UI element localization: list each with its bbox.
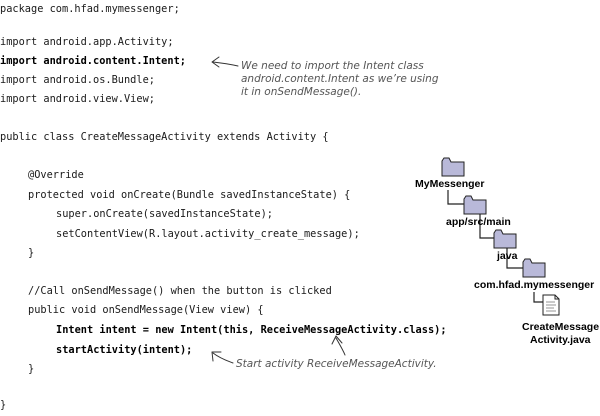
import-bundle: import android.os.Bundle;: [0, 74, 155, 86]
comment-line: //Call onSendMessage() when the button i…: [28, 285, 332, 297]
oncreate-declaration: protected void onCreate(Bundle savedInst…: [28, 189, 351, 201]
import-note-line-2: android.content.Intent as we’re using: [241, 73, 439, 85]
package-line: package com.hfad.mymessenger;: [0, 3, 180, 15]
arrow-to-intent: [335, 337, 346, 356]
import-view: import android.view.View;: [0, 93, 155, 105]
tree-label-app-src-main: app/src/main: [446, 216, 511, 228]
arrow-to-import-head: [211, 56, 220, 68]
import-note-line-3: it in onSendMessage().: [241, 86, 362, 98]
folder-icon: [441, 157, 465, 177]
tree-connector-2: [479, 213, 494, 239]
arrow-to-start-activity: [212, 352, 234, 364]
intent-creation-line: Intent intent = new Intent(this, Receive…: [56, 324, 447, 336]
class-declaration: public class CreateMessageActivity exten…: [0, 131, 329, 143]
arrow-to-intent-head: [331, 335, 343, 345]
start-activity-annotation: Start activity ReceiveMessageActivity.: [236, 358, 437, 370]
folder-icon: [522, 258, 546, 278]
tree-label-mymessenger: MyMessenger: [415, 178, 485, 190]
onsendmessage-close-brace: }: [28, 363, 35, 375]
tree-label-java: java: [497, 250, 518, 262]
tree-connector-3: [506, 247, 523, 269]
arrow-to-import: [212, 61, 239, 67]
tree-label-file-line-2: Activity.java: [530, 334, 591, 346]
tree-label-package: com.hfad.mymessenger: [474, 279, 595, 291]
tree-connector-4: [533, 292, 543, 303]
folder-icons: [441, 157, 546, 278]
set-content-view-call: setContentView(R.layout.activity_create_…: [56, 228, 360, 240]
tree-connector-1: [447, 190, 464, 205]
override-annotation: @Override: [28, 169, 84, 181]
onsendmessage-declaration: public void onSendMessage(View view) {: [28, 304, 264, 316]
super-oncreate-call: super.onCreate(savedInstanceState);: [56, 208, 273, 220]
java-file-icon: [542, 294, 560, 316]
class-close-brace: }: [0, 399, 7, 411]
import-intent: import android.content.Intent;: [0, 55, 186, 67]
arrow-to-start-activity-head: [211, 351, 222, 362]
tree-label-file-line-1: CreateMessage: [522, 321, 600, 333]
import-intent-annotation: We need to import the Intent class andro…: [241, 60, 439, 99]
oncreate-close-brace: }: [28, 247, 35, 259]
folder-icon: [463, 195, 487, 215]
import-activity: import android.app.Activity;: [0, 36, 174, 48]
folder-icon: [493, 229, 517, 249]
import-note-line-1: We need to import the Intent class: [241, 60, 424, 72]
start-activity-line: startActivity(intent);: [56, 344, 193, 356]
